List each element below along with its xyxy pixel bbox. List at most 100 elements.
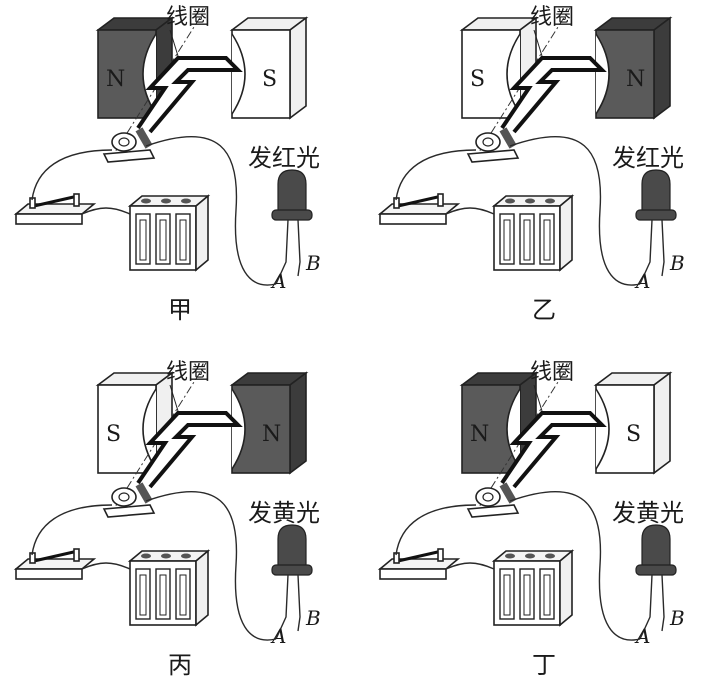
- wire-coil-to-switch: [395, 504, 477, 556]
- battery-cell-inner-3: [543, 219, 551, 261]
- lead-label-a: A: [270, 624, 286, 648]
- wire-coil-to-switch: [395, 149, 477, 201]
- switch-base-front: [379, 213, 447, 225]
- battery-terminal-2: [161, 553, 171, 559]
- right-magnet-pole-letter: N: [626, 67, 645, 92]
- right-magnet-side: [653, 371, 671, 475]
- wire-switch-to-battery: [81, 562, 131, 570]
- switch-base-front: [15, 568, 83, 580]
- wire-coil-to-led: [509, 136, 641, 286]
- battery-terminal-2: [161, 198, 171, 204]
- lead-label-b: B: [305, 606, 321, 630]
- battery-cell-inner-2: [159, 219, 167, 261]
- led-lead-a: [639, 219, 653, 285]
- led-caption: 发红光: [248, 144, 320, 172]
- battery-terminal-3: [545, 553, 555, 559]
- battery-terminal-1: [141, 553, 151, 559]
- battery-cell-inner-2: [159, 574, 167, 616]
- battery-cell-inner-1: [139, 574, 147, 616]
- switch-base-top: [13, 558, 97, 570]
- switch-blade: [33, 549, 79, 563]
- switch-base-top: [13, 203, 97, 215]
- battery-cell-inner-1: [139, 219, 147, 261]
- switch-base-top: [377, 203, 461, 215]
- wire-coil-to-switch: [31, 149, 113, 201]
- right-magnet-pole-letter: S: [262, 67, 277, 92]
- brush: [499, 482, 517, 504]
- right-magnet-front: [231, 29, 291, 119]
- knife-switch[interactable]: [377, 193, 461, 225]
- battery-cell-inner-3: [543, 574, 551, 616]
- knife-switch[interactable]: [13, 548, 97, 580]
- right-magnet: S: [229, 16, 309, 120]
- led-lead-b: [297, 219, 301, 277]
- coil: [500, 56, 607, 134]
- right-magnet-side: [653, 16, 671, 120]
- switch-blade: [33, 194, 79, 208]
- led-rim: [271, 209, 313, 221]
- coil-label: 线圈: [166, 360, 210, 385]
- panel-caption: 丙: [168, 651, 192, 679]
- left-magnet-pole-letter: N: [470, 422, 489, 447]
- battery-side: [195, 549, 209, 627]
- switch-base-front: [15, 213, 83, 225]
- battery-cell-inner-3: [179, 574, 187, 616]
- switch-post-right: [73, 193, 80, 207]
- left-magnet: N: [459, 371, 539, 475]
- knife-switch[interactable]: [377, 548, 461, 580]
- coil-label-pointer: [169, 384, 179, 412]
- slip-ring-inner: [482, 137, 494, 147]
- battery-cell-inner-1: [503, 219, 511, 261]
- lead-label-a: A: [270, 269, 286, 293]
- coil-label: 线圈: [166, 5, 210, 30]
- rotation-axis-line: [109, 362, 207, 516]
- wire-coil-to-led: [145, 136, 277, 286]
- lead-label-a: A: [634, 269, 650, 293]
- coil-label: 线圈: [530, 5, 574, 30]
- right-magnet-pole-face: [595, 388, 610, 470]
- led-rim: [635, 209, 677, 221]
- knife-switch[interactable]: [13, 193, 97, 225]
- right-magnet-side: [289, 16, 307, 120]
- right-magnet: N: [593, 16, 673, 120]
- right-magnet: N: [229, 371, 309, 475]
- brush-base: [466, 149, 520, 163]
- battery-pack: [491, 194, 575, 272]
- coil: [136, 56, 243, 134]
- right-magnet-pole-face: [595, 33, 610, 115]
- switch-post-right: [73, 548, 80, 562]
- battery-terminal-1: [505, 553, 515, 559]
- wire-coil-to-led: [509, 491, 641, 641]
- brush-base: [102, 149, 156, 163]
- switch-post-right: [437, 193, 444, 207]
- switch-blade: [397, 549, 443, 563]
- lead-label-a: A: [634, 624, 650, 648]
- battery-side: [559, 549, 573, 627]
- led: [271, 169, 313, 285]
- brush-base: [102, 504, 156, 518]
- switch-base-top: [377, 558, 461, 570]
- led-caption: 发黄光: [612, 499, 684, 527]
- battery-cell-inner-2: [523, 574, 531, 616]
- led-rim: [635, 564, 677, 576]
- led-lead-a: [275, 574, 289, 640]
- battery-terminal-1: [505, 198, 515, 204]
- wire-coil-to-led: [145, 491, 277, 641]
- wire-switch-to-battery: [445, 207, 495, 215]
- switch-blade: [397, 194, 443, 208]
- slip-ring-inner: [118, 492, 130, 502]
- coil: [136, 411, 243, 489]
- wire-switch-to-battery: [445, 562, 495, 570]
- right-magnet-pole-letter: S: [626, 422, 641, 447]
- coil: [500, 411, 607, 489]
- rotation-axis-line: [473, 362, 571, 516]
- led-caption: 发黄光: [248, 499, 320, 527]
- switch-post-right: [437, 548, 444, 562]
- led-caption: 发红光: [612, 144, 684, 172]
- battery-terminal-2: [525, 553, 535, 559]
- battery-side: [195, 194, 209, 272]
